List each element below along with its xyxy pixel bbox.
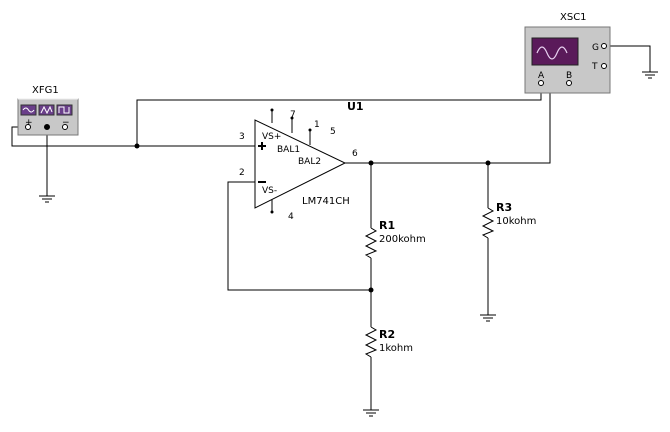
opamp-triangle: [254, 119, 347, 209]
opamp-ref: U1: [347, 100, 364, 113]
ground-icon: [39, 195, 55, 203]
xfg1-label: XFG1: [32, 85, 59, 96]
square-wave-icon: [56, 104, 73, 116]
opamp-u1[interactable]: U1 LM741CH VS+ BAL1 BAL2 VS- 3 2 6 7 1 5…: [239, 100, 364, 222]
pin-1-label: 1: [314, 120, 320, 130]
junction-dots: [134, 143, 491, 293]
sine-trace-icon: [536, 46, 568, 60]
bal1-label: BAL1: [277, 145, 300, 155]
triangle-wave-icon: [38, 104, 55, 116]
r3-value: 10kohm: [496, 216, 536, 227]
pin-7-label: 7: [290, 110, 296, 120]
xsc1-b-terminal[interactable]: [566, 80, 572, 86]
xsc1-a-label: A: [538, 71, 545, 81]
r1-zigzag: [364, 227, 378, 259]
r3-ref: R3: [496, 201, 512, 214]
xsc1-g-terminal[interactable]: [601, 43, 607, 49]
opamp-model: LM741CH: [302, 196, 350, 207]
r1-value: 200kohm: [379, 234, 426, 245]
r1-ref: R1: [379, 219, 395, 232]
xfg1-plus-label: +: [25, 118, 33, 128]
junction-dot-feedback: [368, 287, 374, 293]
pin-3-label: 3: [239, 132, 245, 142]
wires: [11, 45, 651, 410]
vs-minus-label: VS-: [262, 186, 277, 196]
xsc1-t-terminal[interactable]: [601, 63, 607, 69]
vs-plus-label: VS+: [262, 132, 281, 142]
junction-dot-output: [368, 160, 374, 166]
bal2-label: BAL2: [298, 157, 321, 167]
xsc1-b-label: B: [566, 71, 572, 81]
resistor-r2[interactable]: R2 1kohm: [364, 326, 413, 358]
ground-icon: [480, 314, 496, 322]
sine-wave-icon: [20, 104, 37, 116]
function-generator-xfg1[interactable]: XFG1 + −: [17, 85, 79, 136]
resistor-r1[interactable]: R1 200kohm: [364, 219, 426, 259]
r2-zigzag: [364, 326, 378, 358]
xsc1-label: XSC1: [560, 12, 587, 23]
r2-ref: R2: [379, 328, 395, 341]
xfg1-minus-label: −: [62, 118, 70, 128]
r2-value: 1kohm: [379, 343, 413, 354]
pin-2-label: 2: [239, 168, 245, 178]
resistor-r3[interactable]: R3 10kohm: [481, 201, 536, 239]
pin-5-label: 5: [330, 127, 336, 137]
pin-6-label: 6: [352, 149, 358, 159]
r3-zigzag: [481, 207, 495, 239]
junction-dot-input: [134, 143, 140, 149]
ground-icon: [363, 409, 379, 417]
xsc1-a-terminal[interactable]: [538, 80, 544, 86]
xfg1-com-terminal[interactable]: [44, 124, 50, 130]
junction-dot-r3: [485, 160, 491, 166]
xsc1-g-label: G: [592, 43, 599, 53]
oscilloscope-xsc1[interactable]: XSC1 A B G T: [524, 12, 611, 94]
pin-4-label: 4: [288, 212, 294, 222]
ground-icon: [642, 71, 658, 79]
xfg1-minus-terminal[interactable]: [62, 124, 68, 130]
scope-screen: [531, 37, 579, 66]
xsc1-t-label: T: [591, 62, 598, 72]
xfg1-plus-terminal[interactable]: [25, 124, 31, 130]
